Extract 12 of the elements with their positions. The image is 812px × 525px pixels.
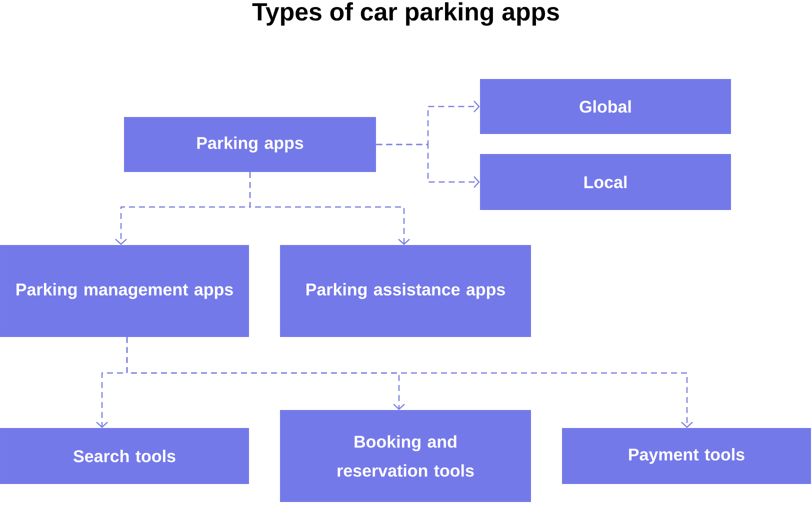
category-box: Payment tools [562, 428, 811, 484]
category-box: Booking and reservation tools [280, 410, 531, 502]
arrow [126, 337, 693, 428]
category-box: Search tools [0, 428, 249, 484]
category-box: Parking assistance apps [280, 245, 531, 337]
category-box: Parking management apps [0, 245, 249, 337]
arrow [376, 144, 480, 188]
title: Types of car parking apps [252, 2, 559, 26]
category-box: Parking apps [124, 117, 376, 172]
arrow [249, 172, 410, 245]
category-box: Global [480, 79, 731, 134]
category-box: Local [480, 154, 731, 210]
